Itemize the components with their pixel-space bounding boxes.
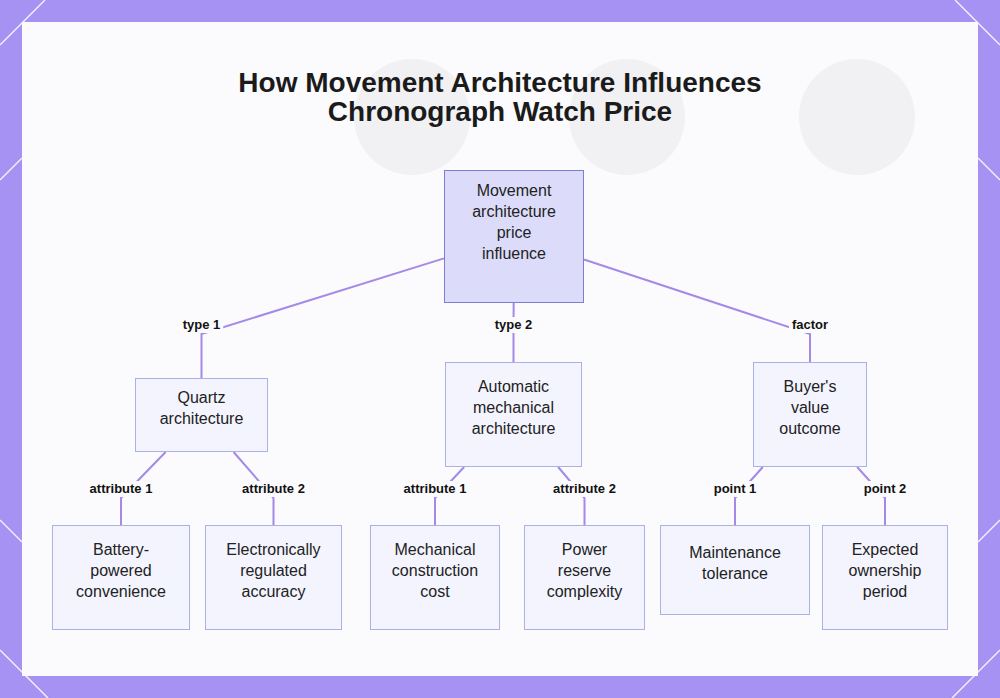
concept-box: Quartz architecture: [135, 378, 268, 452]
diagram-title: How Movement Architecture Influences Chr…: [160, 68, 840, 126]
concept-box: Buyer's value outcome: [753, 362, 867, 467]
connector-line: [202, 258, 445, 378]
edge-label: attribute 1: [401, 481, 470, 497]
edge-label: factor: [789, 317, 831, 333]
box-text: Buyer's value outcome: [770, 376, 850, 439]
box-text: Quartz architecture: [152, 387, 251, 429]
box-text: Mechanical construction cost: [387, 539, 483, 602]
concept-box: Power reserve complexity: [524, 525, 645, 630]
concept-box: Maintenance tolerance: [660, 525, 810, 615]
edge-label: point 1: [711, 481, 760, 497]
box-text: Movement architecture price influence: [465, 180, 563, 264]
edge-label: attribute 2: [239, 481, 308, 497]
connector-line: [584, 260, 810, 362]
edge-label: attribute 2: [550, 481, 619, 497]
decor-line: [978, 158, 1000, 180]
box-text: Electronically regulated accuracy: [222, 539, 325, 602]
concept-box: Automatic mechanical architecture: [445, 362, 582, 467]
root-box: Movement architecture price influence: [444, 170, 584, 303]
box-text: Battery-powered convenience: [69, 539, 173, 602]
edge-label: type 2: [492, 317, 536, 333]
concept-box: Electronically regulated accuracy: [205, 525, 342, 630]
concept-box: Battery-powered convenience: [52, 525, 190, 630]
decor-line: [978, 520, 1000, 542]
box-text: Maintenance tolerance: [677, 542, 793, 584]
box-text: Power reserve complexity: [541, 539, 628, 602]
edge-label: type 1: [180, 317, 224, 333]
concept-box: Mechanical construction cost: [370, 525, 500, 630]
box-text: Automatic mechanical architecture: [462, 376, 565, 439]
concept-box: Expected ownership period: [822, 525, 948, 630]
edge-label: attribute 1: [87, 481, 156, 497]
box-text: Expected ownership period: [839, 539, 931, 602]
decor-line: [0, 520, 22, 542]
decor-line: [0, 158, 22, 180]
watermark-circle: [799, 59, 915, 175]
edge-label: point 2: [861, 481, 910, 497]
